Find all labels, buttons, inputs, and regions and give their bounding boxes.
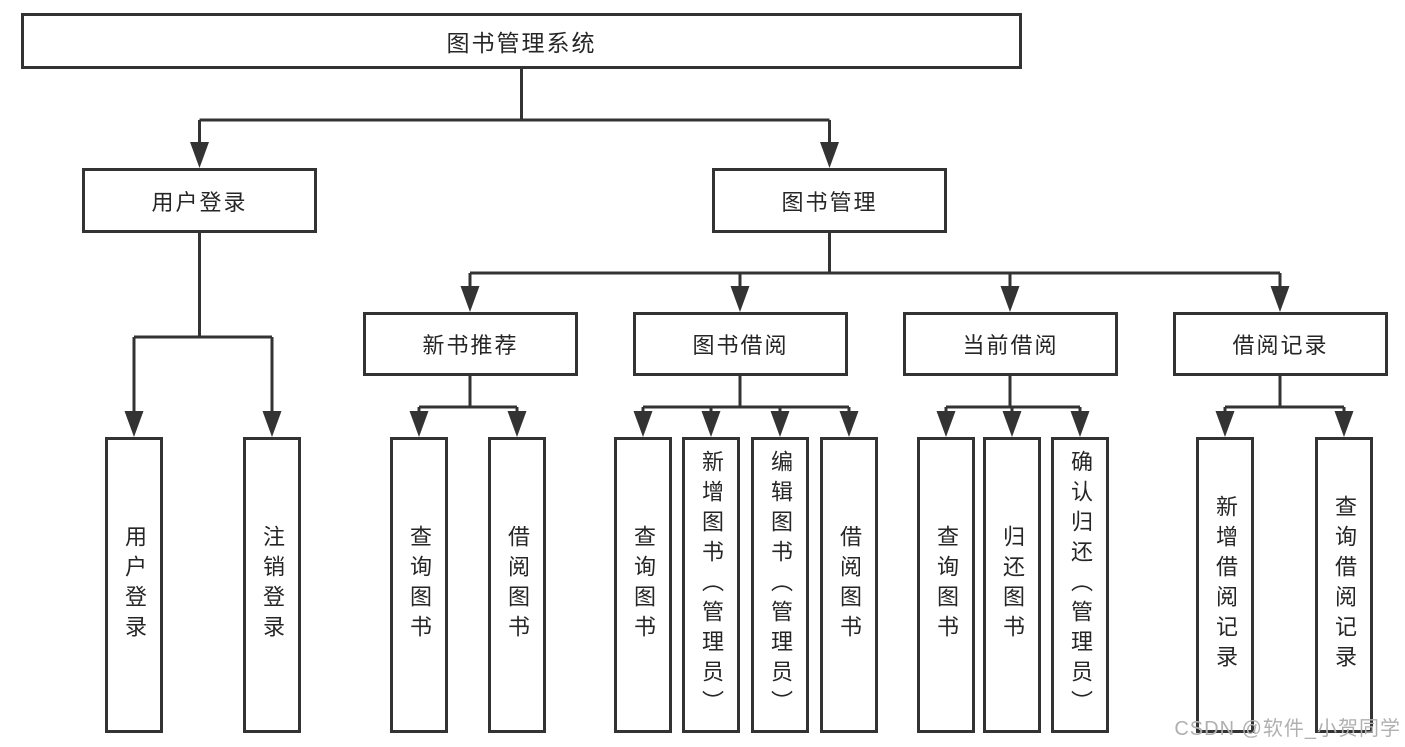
- leaf-confirm-return-admin: 确认归还（管理员）: [1051, 437, 1109, 733]
- leaf-label: 新增借阅记录: [1213, 495, 1238, 675]
- leaf-label: 归还图书: [1000, 525, 1025, 645]
- leaf-label: 借阅图书: [505, 525, 530, 645]
- node-book-management: 图书管理: [712, 168, 947, 233]
- leaf-label: 编辑图书（管理员）: [768, 450, 793, 720]
- leaf-label: 确认归还（管理员）: [1068, 450, 1093, 720]
- leaf-logout: 注销登录: [243, 437, 301, 733]
- leaf-add-books-admin: 新增图书（管理员）: [682, 437, 740, 733]
- leaf-label: 新增图书（管理员）: [699, 450, 724, 720]
- node-user-login: 用户登录: [82, 168, 317, 233]
- node-book-borrow: 图书借阅: [633, 312, 848, 376]
- node-root-system: 图书管理系统: [21, 13, 1022, 69]
- leaf-query-books-borrow: 查询图书: [614, 437, 672, 733]
- leaf-edit-books-admin: 编辑图书（管理员）: [751, 437, 809, 733]
- leaf-label: 查询图书: [407, 525, 432, 645]
- leaf-label: 查询图书: [934, 525, 959, 645]
- leaf-borrow-books: 借阅图书: [820, 437, 878, 733]
- leaf-add-borrow-record: 新增借阅记录: [1196, 437, 1254, 733]
- leaf-query-books-recommend: 查询图书: [390, 437, 448, 733]
- leaf-label: 查询借阅记录: [1332, 495, 1357, 675]
- leaf-label: 查询图书: [631, 525, 656, 645]
- leaf-return-books: 归还图书: [983, 437, 1041, 733]
- leaf-user-login: 用户登录: [105, 437, 163, 733]
- node-borrow-record: 借阅记录: [1173, 312, 1388, 376]
- leaf-label: 借阅图书: [837, 525, 862, 645]
- leaf-query-borrow-record: 查询借阅记录: [1315, 437, 1373, 733]
- watermark-text: CSDN @软件_小贺同学: [1174, 718, 1401, 740]
- leaf-label: 注销登录: [260, 525, 285, 645]
- leaf-query-books-current: 查询图书: [917, 437, 975, 733]
- node-current-borrow: 当前借阅: [903, 312, 1118, 376]
- leaf-borrow-books-recommend: 借阅图书: [488, 437, 546, 733]
- node-new-book-recommend: 新书推荐: [363, 312, 578, 376]
- leaf-label: 用户登录: [122, 525, 147, 645]
